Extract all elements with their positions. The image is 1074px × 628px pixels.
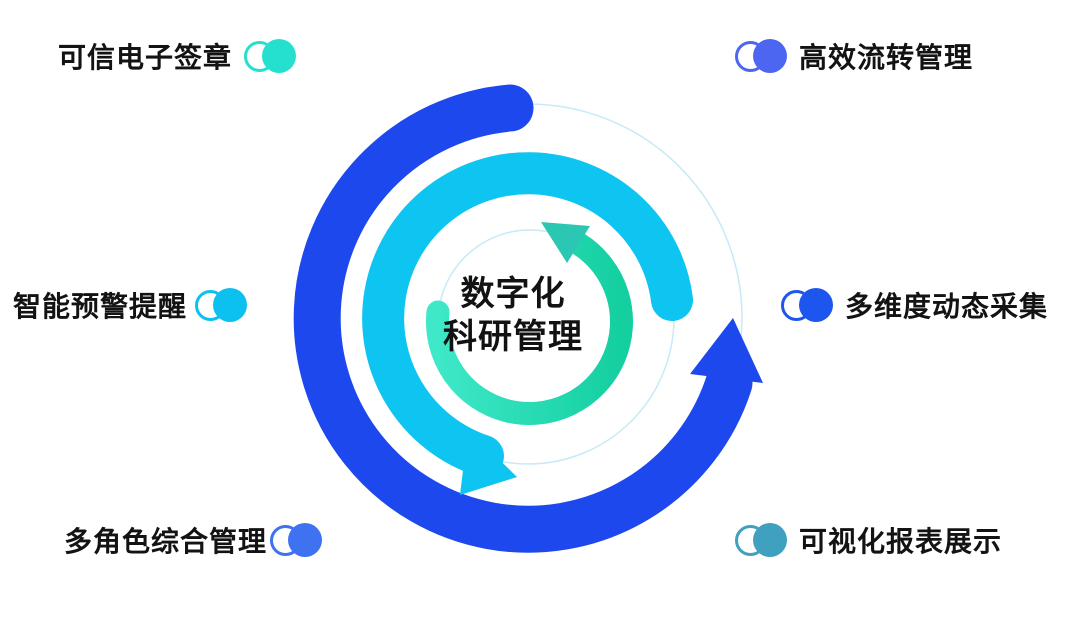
dual-circle-icon	[781, 288, 833, 322]
outer-blue-arrowhead	[690, 318, 763, 383]
center-title-line1: 数字化	[460, 274, 566, 314]
feature-label-multidim-collection: 多维度动态采集	[781, 285, 1048, 325]
dual-circle-icon	[270, 523, 323, 557]
center-title: 数字化 科研管理	[443, 273, 583, 359]
dual-circle-icon	[195, 288, 248, 322]
feature-label-trusted-esignature: 可信电子签章	[58, 36, 297, 76]
feature-text: 高效流转管理	[799, 41, 974, 74]
feature-label-smart-alert: 智能预警提醒	[13, 285, 248, 325]
feature-text: 多角色综合管理	[64, 525, 268, 558]
feature-text: 智能预警提醒	[13, 290, 188, 323]
feature-text: 多维度动态采集	[845, 290, 1049, 323]
feature-text: 可视化报表展示	[799, 525, 1003, 558]
dual-circle-icon	[735, 39, 787, 73]
circle-filled-icon	[288, 523, 323, 557]
center-title-line2: 科研管理	[443, 317, 583, 357]
feature-label-efficient-flow: 高效流转管理	[735, 36, 973, 76]
circle-filled-icon	[799, 288, 833, 322]
middle-cyan-arrowhead	[460, 429, 517, 495]
inner-green-arc	[426, 232, 633, 426]
feature-text: 可信电子签章	[58, 41, 233, 74]
circle-filled-icon	[753, 523, 787, 557]
dual-circle-icon	[244, 39, 297, 73]
circle-filled-icon	[213, 288, 248, 322]
outer-blue-arc	[293, 84, 753, 553]
middle-cyan-arc	[362, 152, 693, 477]
feature-label-visual-report: 可视化报表展示	[735, 520, 1002, 560]
dual-circle-icon	[735, 523, 787, 557]
circle-filled-icon	[262, 39, 297, 73]
inner-green-arrowhead	[541, 222, 590, 263]
feature-label-multirole-management: 多角色综合管理	[64, 520, 323, 560]
circle-filled-icon	[753, 39, 787, 73]
